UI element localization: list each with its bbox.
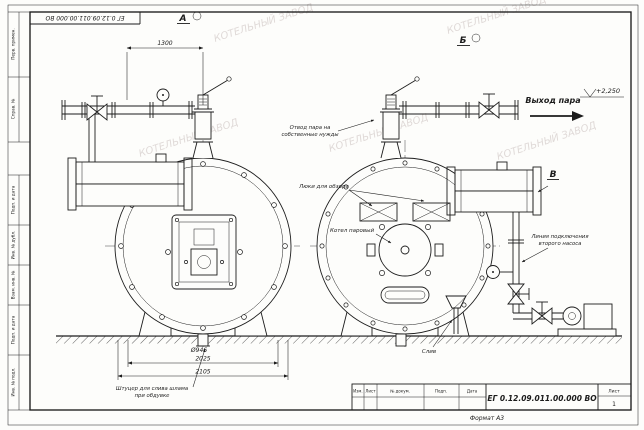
steam-outlet-pipe — [399, 93, 519, 120]
view-label-v: В — [550, 170, 557, 180]
label-steam-outlet: Выход пара — [525, 96, 580, 105]
drain-funnel — [445, 295, 467, 334]
valve-outlet-pipe — [478, 93, 500, 119]
burner-port — [190, 248, 218, 276]
title-sheet-label: Лист — [608, 389, 620, 395]
title-col-sign: Подп. — [435, 389, 447, 394]
label-steam-own-2: собственные нужды — [281, 132, 338, 138]
sludge-drain-stub — [196, 333, 210, 347]
economizer-stub — [496, 161, 508, 171]
strip-label: Подп. и дата — [11, 185, 16, 214]
elevation-mark: +2,250 — [580, 87, 624, 98]
watermark-text: КОТЕЛЬНЫЙ ЗАВОД — [327, 110, 430, 155]
view-label-b: Б — [460, 36, 467, 46]
title-doc-number: ЕГ 0.12.09.011.00.000 ВО — [487, 394, 597, 403]
label-drain: Слив — [422, 349, 436, 355]
economizer-stub — [155, 153, 167, 163]
label-pump-line-1: Линия подключения — [530, 234, 589, 240]
valve-left-pipe — [86, 95, 108, 121]
label-steam-own-1: Отвод пара на — [290, 125, 331, 131]
feed-pump-piping — [486, 212, 617, 337]
view-label-a: А — [179, 14, 187, 24]
inspection-hatches — [359, 202, 451, 222]
strip-label: Взам. инв. № — [11, 270, 16, 299]
outer-border — [7, 4, 639, 426]
format-label: Формат А3 — [470, 415, 504, 422]
label-pump-line-2: второго насоса — [539, 241, 582, 247]
safety-valve-left — [192, 76, 232, 159]
bottom-hatch — [380, 286, 430, 304]
title-col-list: Лист — [365, 389, 376, 394]
pressure-gauge-left — [156, 88, 170, 106]
dim-2105: 2105 — [195, 369, 210, 376]
steam-pipe-left — [61, 88, 195, 121]
pump-base — [557, 328, 617, 337]
dim-1300: 1300 — [157, 40, 172, 47]
watermark-text: КОТЕЛЬНЫЙ ЗАВОД — [212, 0, 315, 45]
watermark-text: КОТЕЛЬНЫЙ ЗАВОД — [495, 118, 598, 163]
view-b-bubble — [471, 33, 481, 43]
label-hatches: Люки для обзора — [298, 184, 349, 190]
valve-horizontal — [531, 301, 553, 325]
left-sidebar-strip: Перв. примен. Справ. № Подп. и дата Инв.… — [8, 11, 30, 411]
strip-label: Справ. № — [11, 98, 16, 119]
safety-valve-right — [380, 76, 420, 159]
dim-2025: 2025 — [195, 356, 210, 363]
title-block: Изм. Лист № докум. Подп. Дата ЕГ 0.12.09… — [351, 383, 632, 411]
strip-label: Инв. № дубл. — [11, 231, 16, 260]
label-sludge-1: Штуцер для слива шлама — [116, 386, 188, 392]
dim-diameter: Ø946 — [190, 347, 207, 354]
furnace-door — [165, 214, 243, 290]
economizer-right — [446, 161, 542, 216]
drain-stub — [395, 333, 407, 347]
door-hinge-right — [237, 249, 243, 255]
label-boiler: Котел паровый — [330, 228, 375, 234]
valve-lever — [202, 79, 229, 96]
pump-motor — [583, 303, 613, 330]
manhole — [366, 223, 444, 277]
strip-label: Перв. примен. — [11, 28, 16, 59]
label-elevation: +2,250 — [596, 87, 620, 95]
title-col-izm: Изм. — [353, 389, 362, 394]
door-hinge-left — [165, 249, 171, 255]
title-col-doc: № докум. — [390, 389, 410, 394]
label-sludge-2: при обдувке — [135, 393, 171, 399]
view-a-front — [61, 76, 300, 350]
drawing-frame: ЕГ 0.12.09.011.00.000 ВО — [7, 4, 639, 426]
view-a-bubble — [192, 11, 202, 21]
strip-label: Подп. и дата — [11, 315, 16, 344]
title-col-date: Дата — [467, 389, 478, 394]
title-sheet-value: 1 — [612, 401, 616, 408]
inner-frame — [29, 11, 632, 411]
view-b-side — [310, 76, 617, 350]
strip-label: Инв. № подл. — [11, 368, 16, 397]
watermark-text: КОТЕЛЬНЫЙ ЗАВОД — [445, 0, 548, 37]
valve-lever — [390, 79, 417, 96]
pump — [562, 306, 582, 326]
valve-vertical — [507, 283, 530, 305]
annotations: А Б В Выход пара +2,250 Отвод пара на со… — [116, 11, 624, 399]
ground-line — [56, 335, 622, 344]
watermark-text: КОТЕЛЬНЫЙ ЗАВОД — [137, 115, 240, 160]
pressure-gauge-right — [486, 265, 513, 279]
sight-port — [193, 228, 215, 246]
economizer-left — [67, 114, 193, 211]
dimensions-view-a: 1300 Ø946 2025 2105 — [117, 40, 289, 380]
doc-number-flipped: ЕГ 0.12.09.011.00.000 ВО — [45, 14, 124, 21]
